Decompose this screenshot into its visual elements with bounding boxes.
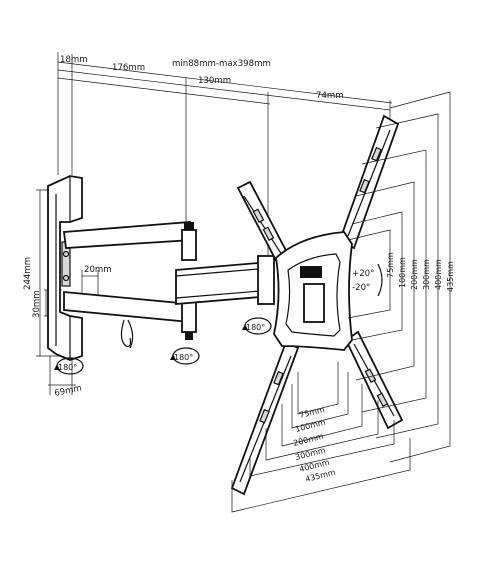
dim-130mm: 130mm: [198, 76, 231, 86]
rotation-label-mid: 180°: [174, 353, 193, 362]
dim-244mm: 244mm: [23, 257, 33, 290]
dim-18mm: 18mm: [60, 55, 88, 65]
tilt-down-label: -20°: [352, 283, 370, 293]
right-vertical-dimensions: [347, 91, 451, 463]
dim-right-300mm: 300mm: [422, 259, 431, 290]
dim-range: min88mm-max398mm: [172, 59, 271, 69]
arm-secondary: [175, 255, 275, 305]
rotation-indicator-wall: 180°: [54, 357, 84, 375]
dim-right-200mm: 200mm: [410, 259, 419, 290]
dim-176mm: 176mm: [112, 63, 145, 73]
dim-30mm: 30mm: [32, 290, 42, 318]
tilt-up-label: +20°: [352, 269, 374, 279]
rotation-arrow-icon: [170, 354, 176, 360]
rotation-arrow-icon: [54, 364, 60, 370]
tv-bracket: [230, 114, 404, 496]
cable-hook: [120, 319, 134, 349]
dim-69mm: 69mm: [54, 383, 83, 399]
dim-right-100mm: 100mm: [398, 257, 407, 288]
rotation-indicator-mid: 180°: [170, 347, 200, 365]
dim-right-400mm: 400mm: [434, 259, 443, 290]
rotation-label-wall: 180°: [58, 363, 77, 372]
dim-right-75mm: 75mm: [386, 252, 395, 278]
tilt-arrow-icon: [377, 263, 383, 297]
dim-20mm: 20mm: [84, 265, 112, 275]
rotation-arrow-icon: [242, 324, 248, 330]
rotation-label-plate: 180°: [246, 323, 265, 332]
top-dimension-lines: [57, 52, 393, 258]
dim-bottom-200mm: 200mm: [292, 432, 324, 448]
mounting-slots: [252, 146, 389, 424]
arm-primary: [62, 221, 197, 340]
dim-74mm: 74mm: [316, 91, 344, 101]
rotation-indicator-plate: 180°: [242, 317, 272, 335]
bottom-horizontal-dimensions: [231, 362, 411, 513]
wall-plate: [47, 175, 83, 361]
dim-right-435mm: 435mm: [446, 261, 455, 292]
